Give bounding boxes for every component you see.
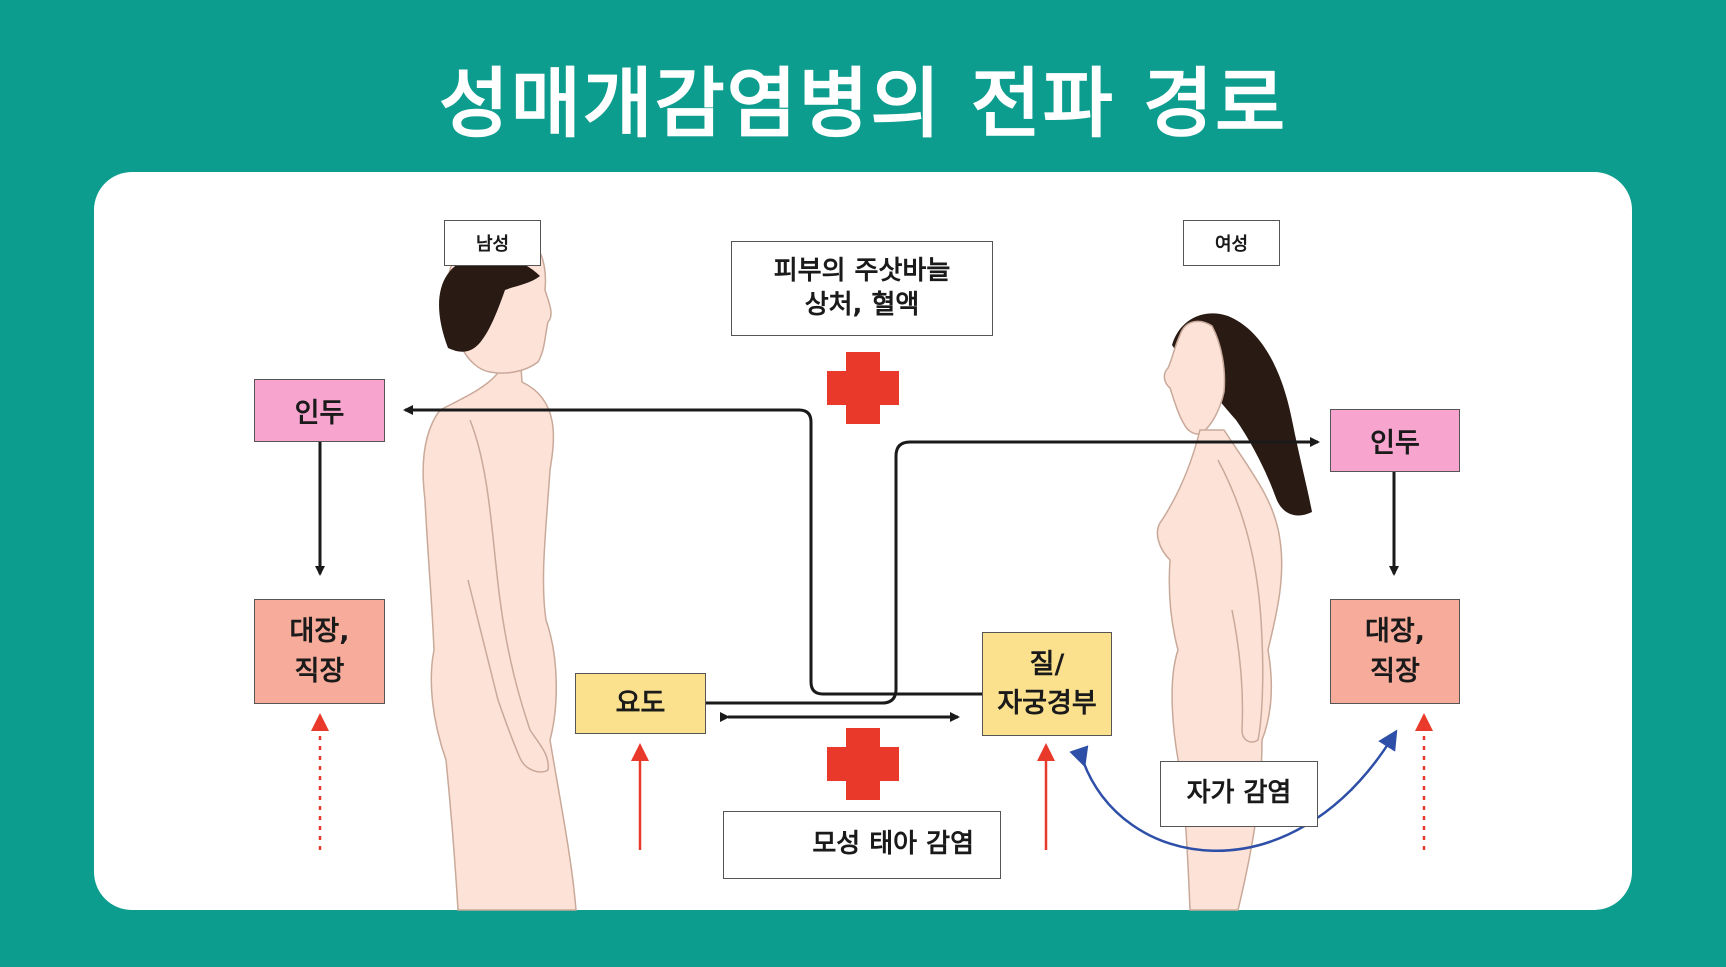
urethra-box: 요도 [575, 673, 706, 734]
skin-needle-blood-box: 피부의 주삿바늘 상처, 혈액 [731, 241, 993, 336]
female-head [1163, 320, 1226, 435]
male-label: 남성 [444, 220, 541, 266]
male-arm [467, 419, 549, 773]
male-to-pharynx-arrow [403, 405, 1003, 696]
male-rectum-box: 대장, 직장 [254, 599, 385, 704]
red-cross-icon [827, 352, 899, 424]
female-pharynx-box: 인두 [1330, 409, 1460, 472]
female-to-pharynx-arrow [705, 437, 1320, 705]
page-title: 성매개감염병의 전파 경로 [438, 59, 1288, 148]
male-hair [439, 255, 540, 352]
female-rectum-box: 대장, 직장 [1330, 599, 1460, 704]
female-label: 여성 [1183, 220, 1280, 266]
maternal-fetal-label: 모성 태아 감염 [812, 829, 974, 860]
maternal-fetal-box: 모성 태아 감염 [723, 811, 1001, 879]
blue-curve-self-infection [1069, 729, 1398, 852]
self-infection-box: 자가 감염 [1160, 761, 1318, 827]
red-cross-icon [827, 728, 899, 800]
vagina-cervix-box: 질/ 자궁경부 [982, 632, 1112, 736]
male-pharynx-box: 인두 [254, 379, 385, 442]
male-figure [422, 227, 577, 911]
